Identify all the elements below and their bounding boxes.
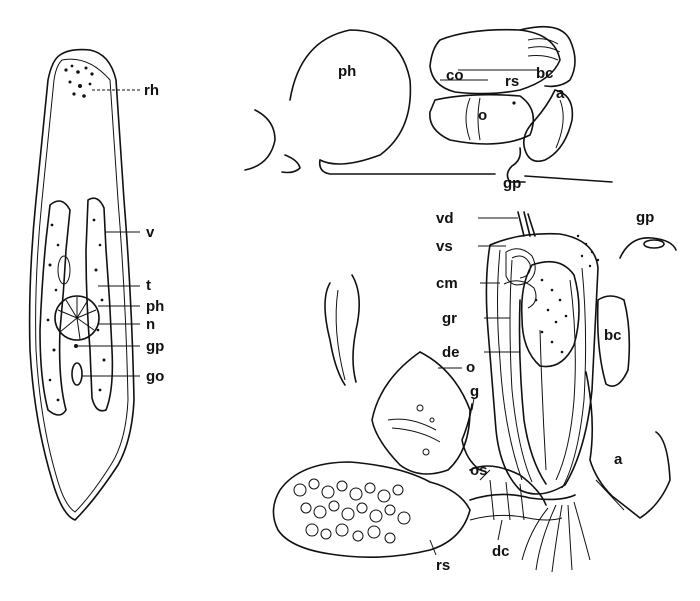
det-label-a: a xyxy=(614,451,623,468)
pharynx-rays xyxy=(57,297,97,340)
stylet-left xyxy=(324,282,346,386)
det-label-cm: cm xyxy=(436,275,458,292)
ejaculatory-duct xyxy=(518,299,547,485)
det-label-bc: bc xyxy=(604,327,622,344)
bursa-copulatrix-sagittal xyxy=(519,25,576,88)
det-label-vs: vs xyxy=(436,238,453,255)
ovary-lobe xyxy=(371,351,471,475)
copulatory-organ-lower xyxy=(429,93,535,145)
label-gp: gp xyxy=(146,338,164,355)
det-label-gp: gp xyxy=(636,209,654,226)
gonopore-duct-sagittal xyxy=(506,147,526,183)
label-t: t xyxy=(146,277,151,294)
label-ph: ph xyxy=(146,298,164,315)
shell-gland xyxy=(469,465,547,506)
detail-leaders xyxy=(429,217,520,556)
det-label-de: de xyxy=(442,344,460,361)
granule-dots xyxy=(534,234,600,354)
sagittal-section-panel: ph co rs bc a o gp xyxy=(244,25,613,192)
det-label-rs: rs xyxy=(436,557,450,574)
atrial-folds xyxy=(521,501,591,573)
germarium-duct xyxy=(461,403,481,471)
vitellarium-left xyxy=(39,200,71,416)
germarium xyxy=(71,362,83,386)
ventral-body-wall-right xyxy=(524,175,613,183)
bursa-copulatrix xyxy=(596,295,631,387)
seminal-receptacle xyxy=(272,461,471,558)
sag-label-ph: ph xyxy=(338,63,356,80)
gonopore-opening xyxy=(643,239,665,249)
det-label-dc: dc xyxy=(492,543,510,560)
label-rh: rh xyxy=(144,82,159,99)
label-go: go xyxy=(146,368,164,385)
det-label-o: o xyxy=(466,359,475,376)
reproductive-detail-panel: vd vs cm gr de o g os dc rs gp bc a xyxy=(272,209,677,574)
body-leaders xyxy=(76,89,140,377)
body-inner-outline xyxy=(35,58,129,513)
vitellarium-right xyxy=(85,197,114,412)
stylet-right xyxy=(351,274,360,383)
seminal-vesicle xyxy=(503,248,537,309)
rhabdite-cluster xyxy=(64,64,94,98)
mouth-fold xyxy=(281,154,301,174)
granular-gland xyxy=(520,260,580,368)
copulatory-bulb xyxy=(485,232,599,495)
pharyngeal-pocket xyxy=(244,109,276,171)
atrium-sagittal xyxy=(522,89,574,163)
vas-deferens xyxy=(517,211,536,237)
copulatory-organ xyxy=(429,28,561,95)
vitellarium-granules xyxy=(46,218,106,402)
receptacle-cells xyxy=(293,478,411,544)
sag-label-a: a xyxy=(556,85,565,102)
label-v: v xyxy=(146,224,155,241)
sag-label-bc: bc xyxy=(536,65,554,82)
det-label-os: os xyxy=(470,462,488,479)
label-n: n xyxy=(146,316,155,333)
det-label-gr: gr xyxy=(442,310,457,327)
testis xyxy=(57,255,71,285)
pharynx xyxy=(54,295,100,341)
det-label-g: g xyxy=(470,383,479,400)
gonopore-outer xyxy=(619,237,677,259)
sag-label-o: o xyxy=(478,107,487,124)
sag-label-gp: gp xyxy=(503,175,521,192)
ventral-body-wall xyxy=(318,159,496,175)
sag-label-co: co xyxy=(446,67,464,84)
body-outline xyxy=(28,48,135,521)
det-label-vd: vd xyxy=(436,210,454,227)
sag-label-rs: rs xyxy=(505,73,519,90)
pharynx-sagittal xyxy=(289,29,412,165)
atrium xyxy=(585,371,671,519)
body-outline-panel: rh v t ph n gp go xyxy=(28,48,164,521)
common-duct xyxy=(469,493,576,501)
